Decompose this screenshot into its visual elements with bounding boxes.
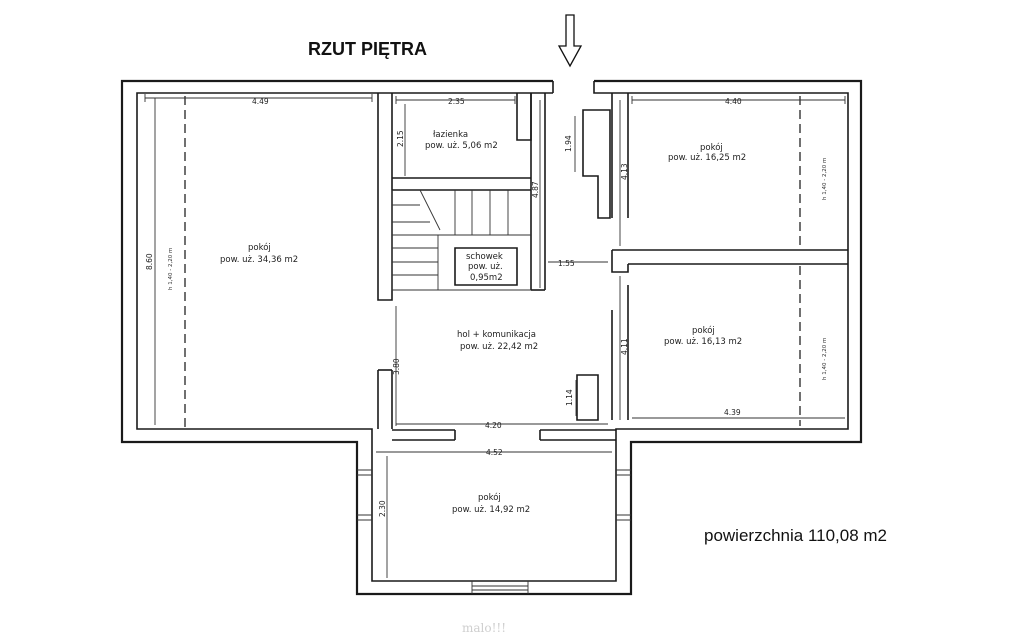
room-name-bathroom: łazienka <box>433 130 468 140</box>
dim-stair-depth: 4.87 <box>531 181 540 198</box>
room-area-storage-2: 0,95m2 <box>470 273 503 283</box>
dim-big-length: 8.60 <box>145 253 154 270</box>
entrance-arrow-icon <box>557 14 583 68</box>
room-name-storage: schowek <box>466 252 503 262</box>
room-area-south: pow. uż. 14,92 m2 <box>452 505 530 515</box>
dim-hall-width: 4.20 <box>485 421 502 430</box>
dimension-lines <box>144 94 846 578</box>
room-area-bathroom: pow. uż. 5,06 m2 <box>425 141 498 151</box>
dim-corridor-width: 1.55 <box>558 259 575 268</box>
room-area-hall: pow. uż. 22,42 m2 <box>460 342 538 352</box>
total-area-label: powierzchnia 110,08 m2 <box>704 526 887 545</box>
dim-se-width: 4.39 <box>724 408 741 417</box>
windows <box>357 469 631 594</box>
dim-big-width: 4.49 <box>252 97 269 106</box>
height-note-big: h 1,40 - 2,20 m <box>168 248 174 290</box>
room-area-ne: pow. uż. 16,25 m2 <box>668 153 746 163</box>
room-area-big: pow. uż. 34,36 m2 <box>220 255 298 265</box>
room-name-se: pokój <box>692 325 715 336</box>
room-area-se: pow. uż. 16,13 m2 <box>664 337 742 347</box>
room-area-storage-1: pow. uż. <box>468 262 503 272</box>
staircase <box>392 189 531 290</box>
dim-south-depth: 2.30 <box>378 500 387 517</box>
dim-hall-depth: 3.80 <box>392 358 401 375</box>
dim-bath-depth: 2.15 <box>396 130 405 147</box>
dim-south-width: 4.52 <box>486 448 503 457</box>
height-note-se: h 1,40 - 2,20 m <box>822 338 828 380</box>
dim-ne-width: 4.40 <box>725 97 742 106</box>
room-name-ne: pokój <box>700 142 723 153</box>
dim-se-depth: 4.11 <box>620 338 629 355</box>
dim-niche-top: 1.94 <box>564 135 573 152</box>
handwritten-scribble: malo!!! <box>462 621 506 635</box>
plan-title: RZUT PIĘTRA <box>308 39 427 59</box>
dim-niche-bottom: 1.14 <box>565 389 574 406</box>
room-name-south: pokój <box>478 492 501 503</box>
slope-lines <box>184 96 801 428</box>
height-note-ne: h 1,40 - 2,20 m <box>822 158 828 200</box>
interior-walls <box>377 93 848 441</box>
room-name-hall: hol + komunikacja <box>457 330 536 340</box>
outer-walls <box>120 79 863 596</box>
room-name-big: pokój <box>248 242 271 253</box>
dim-ne-depth: 4.13 <box>620 163 629 180</box>
dim-bath-width: 2.35 <box>448 97 465 106</box>
